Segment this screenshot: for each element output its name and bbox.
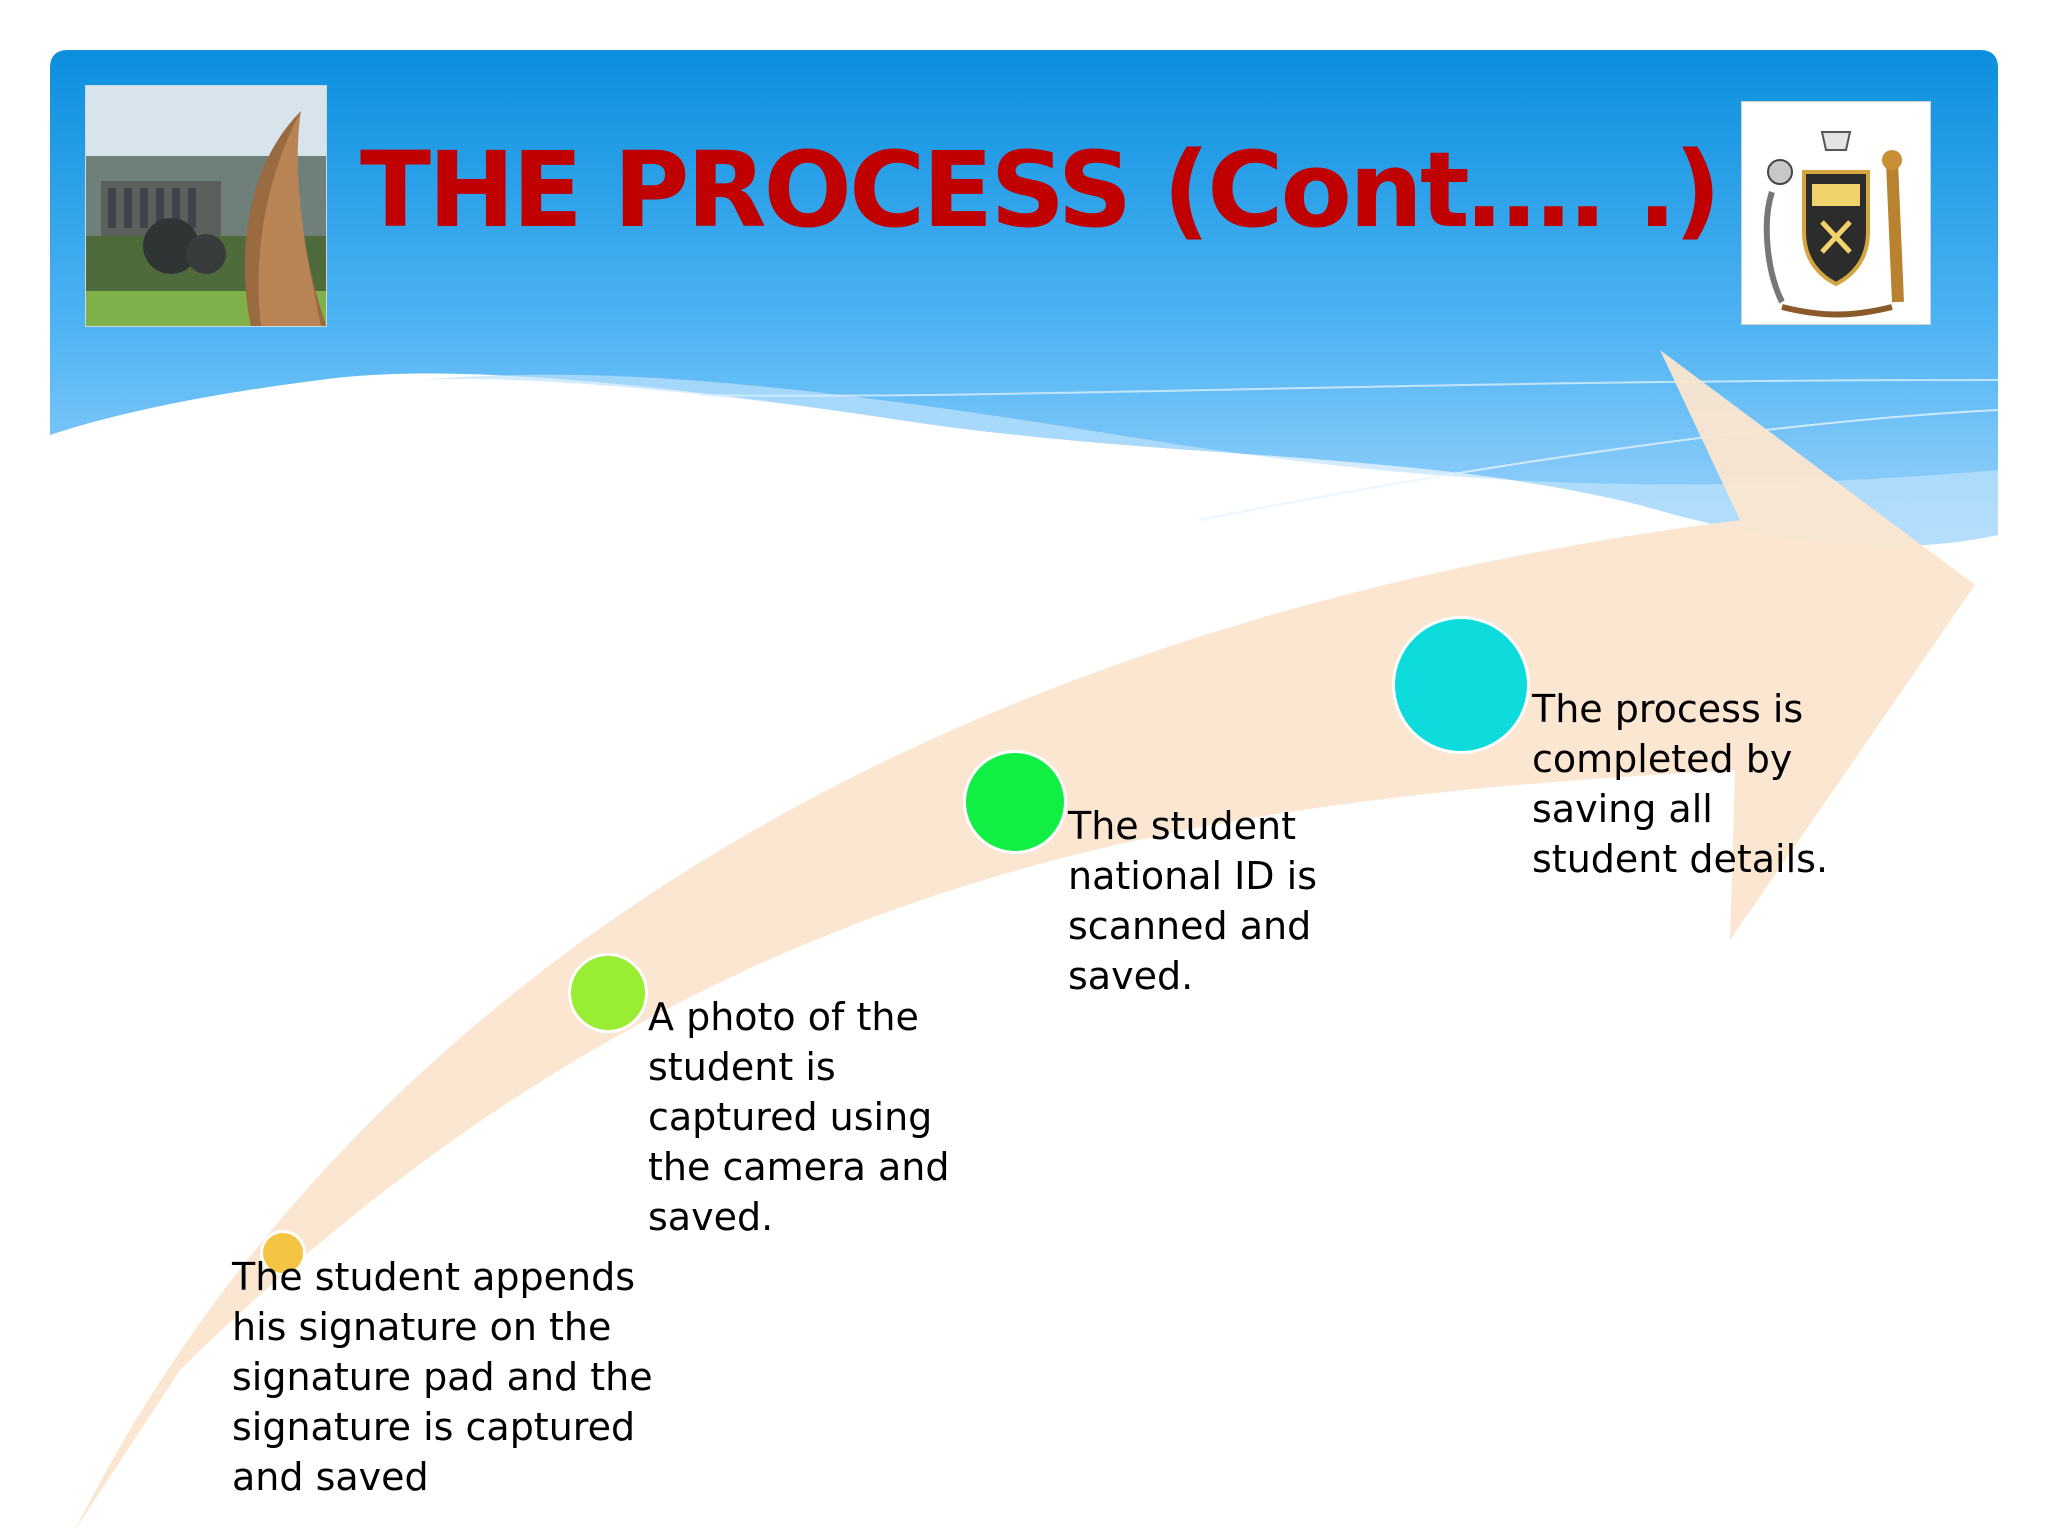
step-2-dot bbox=[568, 953, 648, 1033]
step-2-text: A photo of the student is captured using… bbox=[648, 995, 950, 1239]
step-3-dot bbox=[963, 750, 1067, 854]
step-4-text: The process is completed by saving all s… bbox=[1532, 687, 1829, 881]
step-1-dot bbox=[260, 1230, 306, 1276]
step-4-dot bbox=[1392, 616, 1530, 754]
wave-line bbox=[699, 379, 1999, 397]
step-1-text: The student appends his signature on the… bbox=[232, 1255, 653, 1499]
slide-title: THE PROCESS (Cont…. .) bbox=[360, 129, 1721, 251]
university-crest bbox=[1741, 101, 1931, 325]
step-3-text: The student national ID is scanned and s… bbox=[1068, 804, 1317, 998]
header-band bbox=[50, 50, 1998, 547]
wave-line bbox=[1199, 409, 1999, 521]
campus-photo bbox=[85, 85, 327, 327]
